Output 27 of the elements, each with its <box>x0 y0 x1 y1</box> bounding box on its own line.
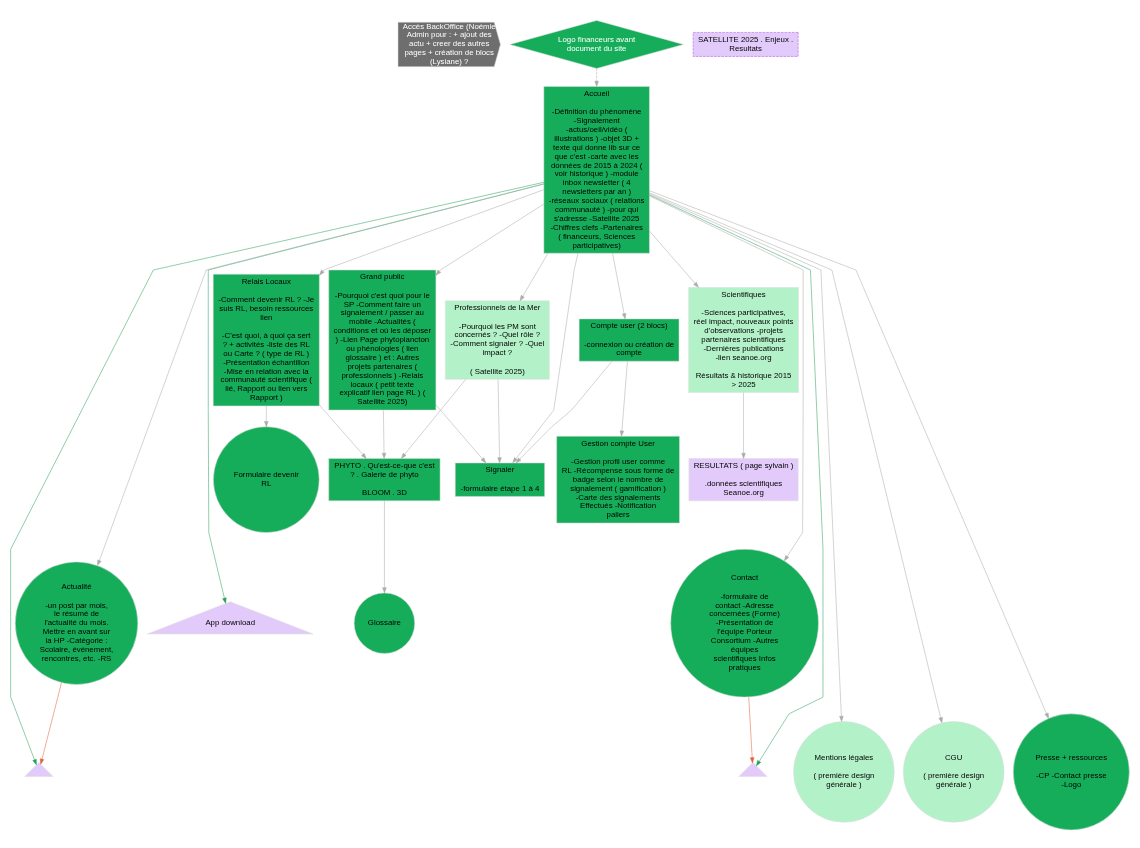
arrow <box>512 252 579 463</box>
arrow <box>649 190 1049 719</box>
arrow <box>649 230 699 288</box>
arrow <box>319 189 544 275</box>
arrow <box>401 378 466 459</box>
arrow <box>649 193 844 722</box>
arrow <box>594 67 599 87</box>
arrow <box>649 192 943 723</box>
arrow <box>519 252 549 301</box>
arrow <box>741 392 746 459</box>
arrow <box>649 195 804 561</box>
arrow <box>497 378 502 463</box>
arrow <box>10 181 545 765</box>
arrow <box>612 252 627 319</box>
arrow <box>97 183 545 566</box>
arrow <box>40 681 62 764</box>
arrow <box>319 404 367 459</box>
node-triangle <box>24 761 54 777</box>
arrow <box>435 203 544 275</box>
arrow <box>382 500 387 593</box>
arrow <box>515 360 613 463</box>
arrow <box>748 696 755 763</box>
arrow <box>435 404 487 463</box>
arrow <box>649 194 824 766</box>
arrow <box>619 360 628 436</box>
arrow <box>264 405 269 427</box>
arrow <box>381 409 387 459</box>
